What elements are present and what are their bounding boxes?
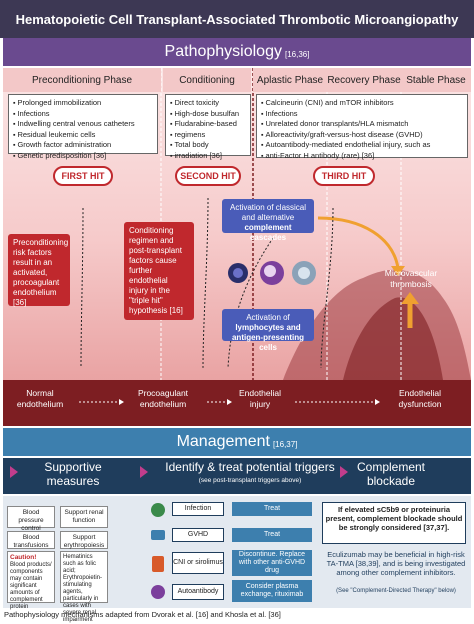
phase-aplastic: Aplastic Phase bbox=[253, 68, 327, 92]
transfusion-box: Blood transfusions bbox=[7, 531, 55, 549]
list-item: Prolonged immobilization bbox=[13, 98, 153, 109]
virus-icon bbox=[151, 503, 165, 517]
list-item: irradiation [36] bbox=[170, 151, 246, 162]
endothelial-thrombus-illustration bbox=[80, 68, 471, 380]
renal-support-box: Support renal function bbox=[60, 506, 108, 528]
complement-criteria-box: If elevated sC5b9 or proteinuria present… bbox=[322, 502, 466, 544]
identify-heading: Identify & treat potential triggers (see … bbox=[150, 460, 350, 488]
trigger-autoantibody: Autoantibody bbox=[172, 584, 224, 600]
pill-bottle-icon bbox=[152, 556, 164, 572]
post-transplant-risk-list: Calcineurin (CNI) and mTOR inhibitors In… bbox=[256, 94, 468, 160]
third-hit-badge: THIRD HIT bbox=[313, 166, 375, 186]
identify-title: Identify & treat potential triggers bbox=[165, 460, 335, 474]
treat-autoantibody: Consider plasma exchange, rituximab bbox=[232, 580, 312, 602]
endothelium-procoagulant: Procoagulant endothelium bbox=[137, 388, 189, 409]
complement-see-text: (See "Complement-Directed Therapy" below… bbox=[336, 588, 456, 594]
phase-preconditioning: Preconditioning Phase bbox=[3, 68, 161, 92]
gvhd-icon bbox=[151, 530, 165, 540]
list-item: Genetic predisposition [36] bbox=[13, 151, 153, 162]
list-item: Direct toxicity bbox=[170, 98, 246, 109]
arrow-icon bbox=[340, 466, 348, 478]
management-header: Management[16,37] bbox=[3, 428, 471, 456]
antibody-icon bbox=[151, 585, 165, 599]
trigger-icons bbox=[151, 503, 165, 599]
bp-control-box: Blood pressure control bbox=[7, 506, 55, 532]
caution-title: Caution! bbox=[10, 554, 37, 561]
conditioning-risk-list: Direct toxicity High-dose busulfan Fluda… bbox=[165, 94, 251, 160]
lympho-line: Activation of bbox=[246, 313, 290, 322]
complement-activation-box: Activation of classical and alternative … bbox=[222, 199, 314, 242]
treat-gvhd: Treat bbox=[232, 528, 312, 542]
complement-heading: Complement blockade bbox=[356, 460, 426, 488]
lymphocyte-activation-box: Activation of lymphocytes and antigen-pr… bbox=[222, 309, 314, 352]
identify-subtitle: (see post-transplant triggers above) bbox=[198, 477, 302, 484]
preconditioning-explanation: Preconditioning risk factors result in a… bbox=[8, 234, 70, 307]
footnote: Pathophysiology mechanisms adapted from … bbox=[4, 610, 281, 619]
trigger-infection: Infection bbox=[172, 502, 224, 516]
trigger-gvhd: GVHD bbox=[172, 528, 224, 542]
list-item: Infections bbox=[13, 109, 153, 120]
phase-recovery: Recovery Phase bbox=[327, 68, 401, 92]
list-item: Residual leukemic cells bbox=[13, 130, 153, 141]
endothelium-dysfunction: Endothelial dysfunction bbox=[398, 388, 442, 409]
endothelium-arrows-icon bbox=[79, 399, 380, 405]
conditioning-explanation: Conditioning regimen and post-transplant… bbox=[124, 222, 194, 320]
trigger-cni: CNI or sirolimus bbox=[172, 552, 224, 574]
management-ref: [16,37] bbox=[272, 439, 298, 449]
list-item: Alloreactivity/graft-versus-host disease… bbox=[261, 130, 463, 141]
list-item: Growth factor administration bbox=[13, 140, 153, 151]
complement-line: and alternative bbox=[241, 213, 295, 222]
erythropoiesis-box: Support erythropoiesis bbox=[60, 531, 108, 549]
phase-conditioning: Conditioning bbox=[163, 68, 251, 92]
list-item: Calcineurin (CNI) and mTOR inhibitors bbox=[261, 98, 463, 109]
caution-text: Blood products/ components may contain s… bbox=[10, 562, 52, 610]
pathophysiology-header: Pathophysiology[16,36] bbox=[3, 38, 471, 66]
management-subheader bbox=[3, 458, 471, 494]
list-item: Fludarabine-based bbox=[170, 119, 246, 130]
list-item: Autoantibody-mediated endothelial injury… bbox=[261, 140, 463, 151]
pathophysiology-ref: [16,36] bbox=[284, 49, 310, 59]
preconditioning-risk-list: Prolonged immobilization Infections Indw… bbox=[8, 94, 158, 160]
management-label: Management bbox=[176, 433, 270, 450]
list-item: Unrelated donor transplants/HLA mismatch bbox=[261, 119, 463, 130]
list-item: Infections bbox=[261, 109, 463, 120]
endothelium-bar bbox=[3, 380, 471, 426]
erythro-detail-box: Hematinics such as folic acid; Erythropo… bbox=[60, 551, 108, 623]
arrow-icon bbox=[140, 466, 148, 478]
lympho-line: antigen-presenting cells bbox=[231, 333, 304, 352]
treat-infection: Treat bbox=[232, 502, 312, 516]
microvascular-thrombosis-label: Microvascular thrombosis bbox=[384, 268, 438, 289]
endothelium-injury: Endothelial injury bbox=[238, 388, 282, 409]
complement-line: Activation of classical bbox=[229, 203, 307, 212]
complement-line: complement cascades bbox=[244, 223, 292, 242]
caution-box: Caution! Blood products/ components may … bbox=[7, 551, 55, 610]
supportive-heading: Supportive measures bbox=[44, 460, 102, 488]
pathophysiology-label: Pathophysiology bbox=[164, 43, 282, 60]
list-item: anti-Factor H antibody (rare) [36] bbox=[261, 151, 463, 162]
list-item: regimens bbox=[170, 130, 246, 141]
first-hit-badge: FIRST HIT bbox=[53, 166, 113, 186]
arrow-icon bbox=[10, 466, 18, 478]
page-title: Hematopoietic Cell Transplant-Associated… bbox=[0, 0, 474, 38]
endothelium-normal: Normal endothelium bbox=[16, 388, 64, 409]
list-item: Indwelling central venous catheters bbox=[13, 119, 153, 130]
lympho-line: lymphocytes and bbox=[235, 323, 301, 332]
phase-stable: Stable Phase bbox=[401, 68, 471, 92]
list-item: High-dose busulfan bbox=[170, 109, 246, 120]
immune-cells-icon bbox=[228, 261, 316, 285]
treat-cni: Discontinue. Replace with other anti-GVH… bbox=[232, 550, 312, 576]
list-item: Total body bbox=[170, 140, 246, 151]
eculizumab-text: Eculizumab may be beneficial in high-ris… bbox=[326, 550, 466, 577]
second-hit-badge: SECOND HIT bbox=[175, 166, 241, 186]
